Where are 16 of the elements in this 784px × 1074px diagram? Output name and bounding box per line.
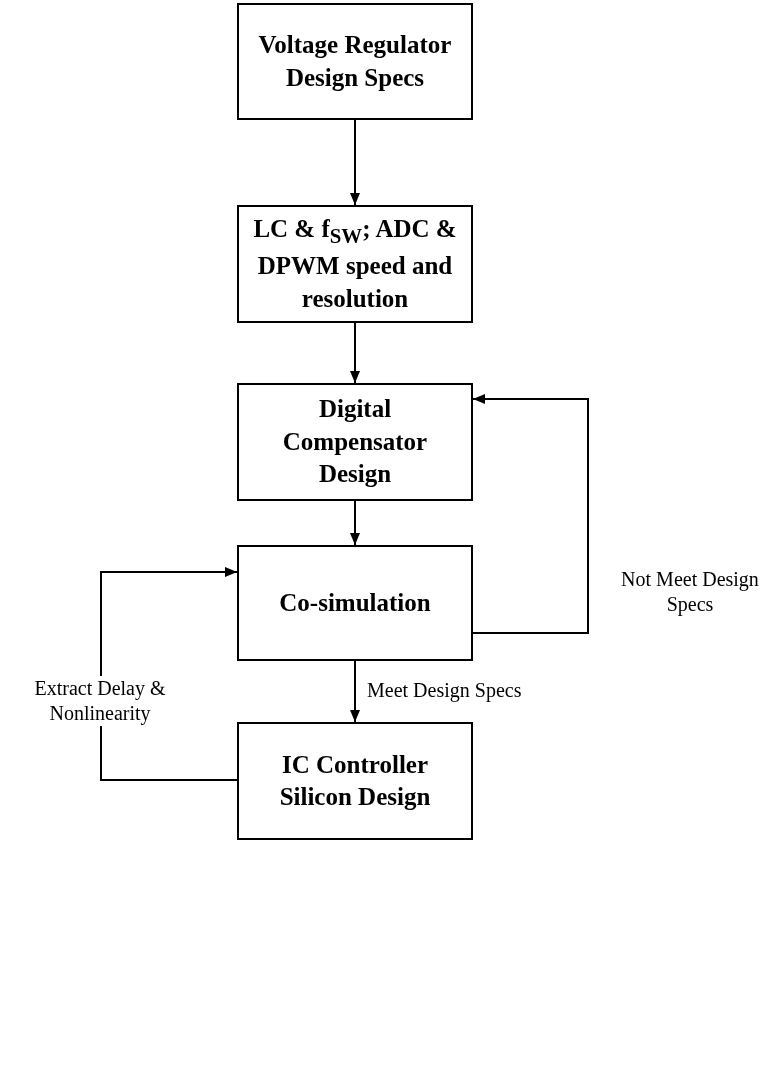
arrow [100,567,238,781]
box-text: Digital Compensator Design [281,394,429,490]
process-box [237,383,473,501]
process-box [237,545,473,661]
box-text: LC & f$_{SW}$; ADC & DPWM speed and resolution [252,213,458,314]
arrow [350,500,360,546]
arrow [350,322,360,384]
arrow [350,119,360,206]
box-text: Co-simulation [278,587,432,618]
process-box [237,205,473,323]
process-box [237,722,473,840]
box-text: IC Controller Silicon Design [278,749,432,812]
process-box [237,3,473,120]
arrow [350,660,360,723]
box-text: Voltage Regulator Design Specs [257,30,453,93]
arrow [472,394,589,634]
